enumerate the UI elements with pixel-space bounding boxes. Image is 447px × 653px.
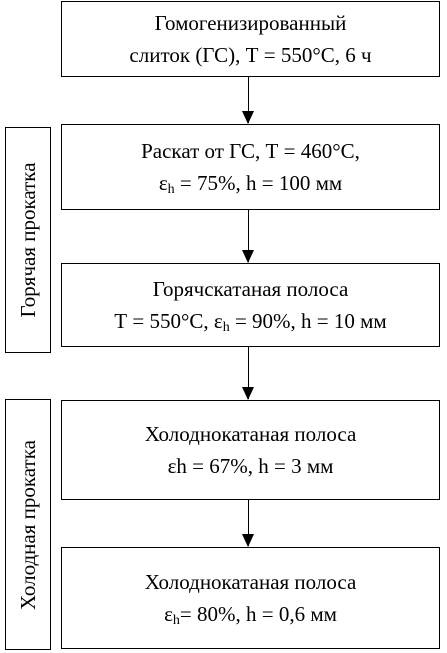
epsilon-symbol: ε bbox=[158, 171, 168, 195]
stage-homogenized-ingot: Гомогенизированный слиток (ГС), Т = 550°… bbox=[61, 1, 440, 77]
cold-rolling-label: Холодная прокатка bbox=[16, 439, 40, 610]
epsilon-symbol: ε bbox=[164, 602, 173, 626]
stage-5-line-2: εh= 80%, h = 0,6 мм bbox=[164, 598, 337, 630]
stage-3-values: = 90%, h = 10 мм bbox=[229, 309, 387, 333]
arrow-1 bbox=[242, 77, 255, 124]
stage-2-line-2: εh = 75%, h = 100 мм bbox=[159, 167, 342, 199]
cold-rolling-group: Холодная прокатка bbox=[5, 399, 51, 650]
hot-rolling-group: Горячая прокатка bbox=[5, 127, 51, 353]
arrow-3 bbox=[242, 347, 255, 400]
stage-2-values: = 75%, h = 100 мм bbox=[174, 171, 343, 195]
stage-3-temperature: Т = 550°С, ε bbox=[114, 309, 223, 333]
stage-5-line-1: Холоднокатаная полоса bbox=[144, 570, 357, 594]
hot-rolling-label: Горячая прокатка bbox=[16, 162, 40, 318]
stage-hot-rolled-strip: Горячскатаная полоса Т = 550°С, εh = 90%… bbox=[61, 263, 440, 347]
stage-1-line-2: слиток (ГС), Т = 550°С, 6 ч bbox=[129, 43, 372, 67]
stage-1-line-1: Гомогенизированный bbox=[154, 11, 347, 35]
stage-cold-rolled-strip-1: Холоднокатаная полоса εh = 67%, h = 3 мм bbox=[61, 400, 440, 500]
epsilon-subscript: h bbox=[167, 182, 175, 197]
stage-rolled-blank: Раскат от ГС, Т = 460°С, εh = 75%, h = 1… bbox=[61, 124, 440, 210]
stage-4-line-2: εh = 67%, h = 3 мм bbox=[167, 454, 334, 478]
stage-cold-rolled-strip-2: Холоднокатаная полоса εh= 80%, h = 0,6 м… bbox=[61, 547, 440, 649]
arrow-2 bbox=[242, 210, 255, 263]
stage-4-line-1: Холоднокатаная полоса bbox=[144, 422, 357, 446]
stage-2-line-1: Раскат от ГС, Т = 460°С, bbox=[141, 139, 360, 163]
epsilon-subscript: h bbox=[172, 613, 180, 628]
arrow-4 bbox=[242, 500, 255, 547]
stage-3-line-2: Т = 550°С, εh = 90%, h = 10 мм bbox=[114, 305, 386, 337]
stage-5-values: = 80%, h = 0,6 мм bbox=[179, 602, 337, 626]
stage-3-line-1: Горячскатаная полоса bbox=[152, 277, 349, 301]
epsilon-subscript: h bbox=[222, 320, 230, 335]
